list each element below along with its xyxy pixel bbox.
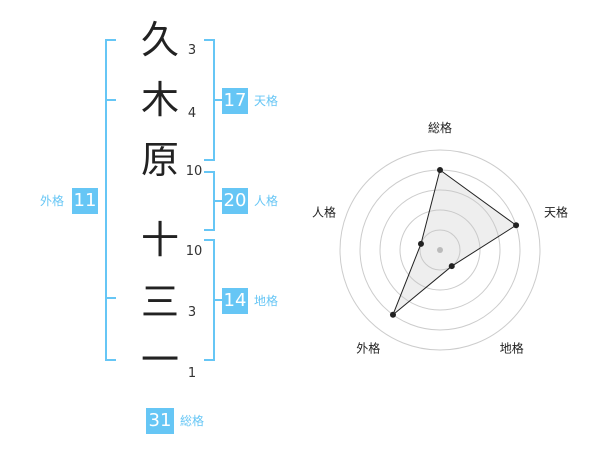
chikaku-badge: 14: [222, 288, 248, 314]
soukaku-label: 総格: [180, 414, 205, 428]
radar-ring-2: [399, 209, 481, 291]
radar-axis-label-1: 総格: [428, 120, 452, 135]
gaikaku-bracket: [105, 39, 116, 361]
jinkaku-badge: 20: [222, 188, 248, 214]
radar-ring-3: [379, 189, 501, 311]
radar-point-5: [417, 240, 424, 247]
jinkaku-label: 人格: [254, 194, 279, 208]
chikaku-label: 地格: [254, 294, 279, 308]
name-char-4: 十: [140, 218, 179, 262]
radar-point-3: [448, 263, 455, 270]
tenkaku-label: 天格: [254, 94, 279, 108]
gaikaku-badge: 11: [72, 188, 98, 214]
stroke-count-2: 4: [187, 106, 197, 121]
stroke-count-1: 3: [187, 43, 197, 58]
name-char-1: 久: [140, 18, 179, 62]
radar-point-1: [437, 167, 443, 173]
radar-axis-label-5: 人格: [312, 204, 336, 219]
stroke-count-5: 3: [187, 305, 197, 320]
gaikaku-label: 外格: [40, 194, 65, 208]
tenkaku-badge: 17: [222, 88, 248, 114]
stroke-count-4: 10: [185, 244, 203, 259]
radar-center-dot: [437, 247, 443, 253]
stroke-count-3: 10: [185, 164, 203, 179]
stroke-count-6: 1: [187, 366, 197, 381]
name-char-3: 原: [140, 138, 179, 182]
radar-axis-label-4: 外格: [356, 341, 380, 356]
radar-ring-5: [339, 149, 541, 351]
name-char-2: 木: [140, 78, 179, 122]
soukaku-badge: 31: [146, 408, 174, 434]
radar-area: [392, 169, 517, 316]
name-char-5: 三: [140, 280, 179, 324]
radar-point-4: [389, 311, 396, 318]
radar-axis-label-2: 天格: [544, 204, 568, 219]
radar-point-2: [513, 222, 520, 229]
name-char-6: 一: [140, 338, 179, 382]
radar-axis-label-3: 地格: [500, 341, 524, 356]
radar-ring-1: [419, 229, 461, 271]
